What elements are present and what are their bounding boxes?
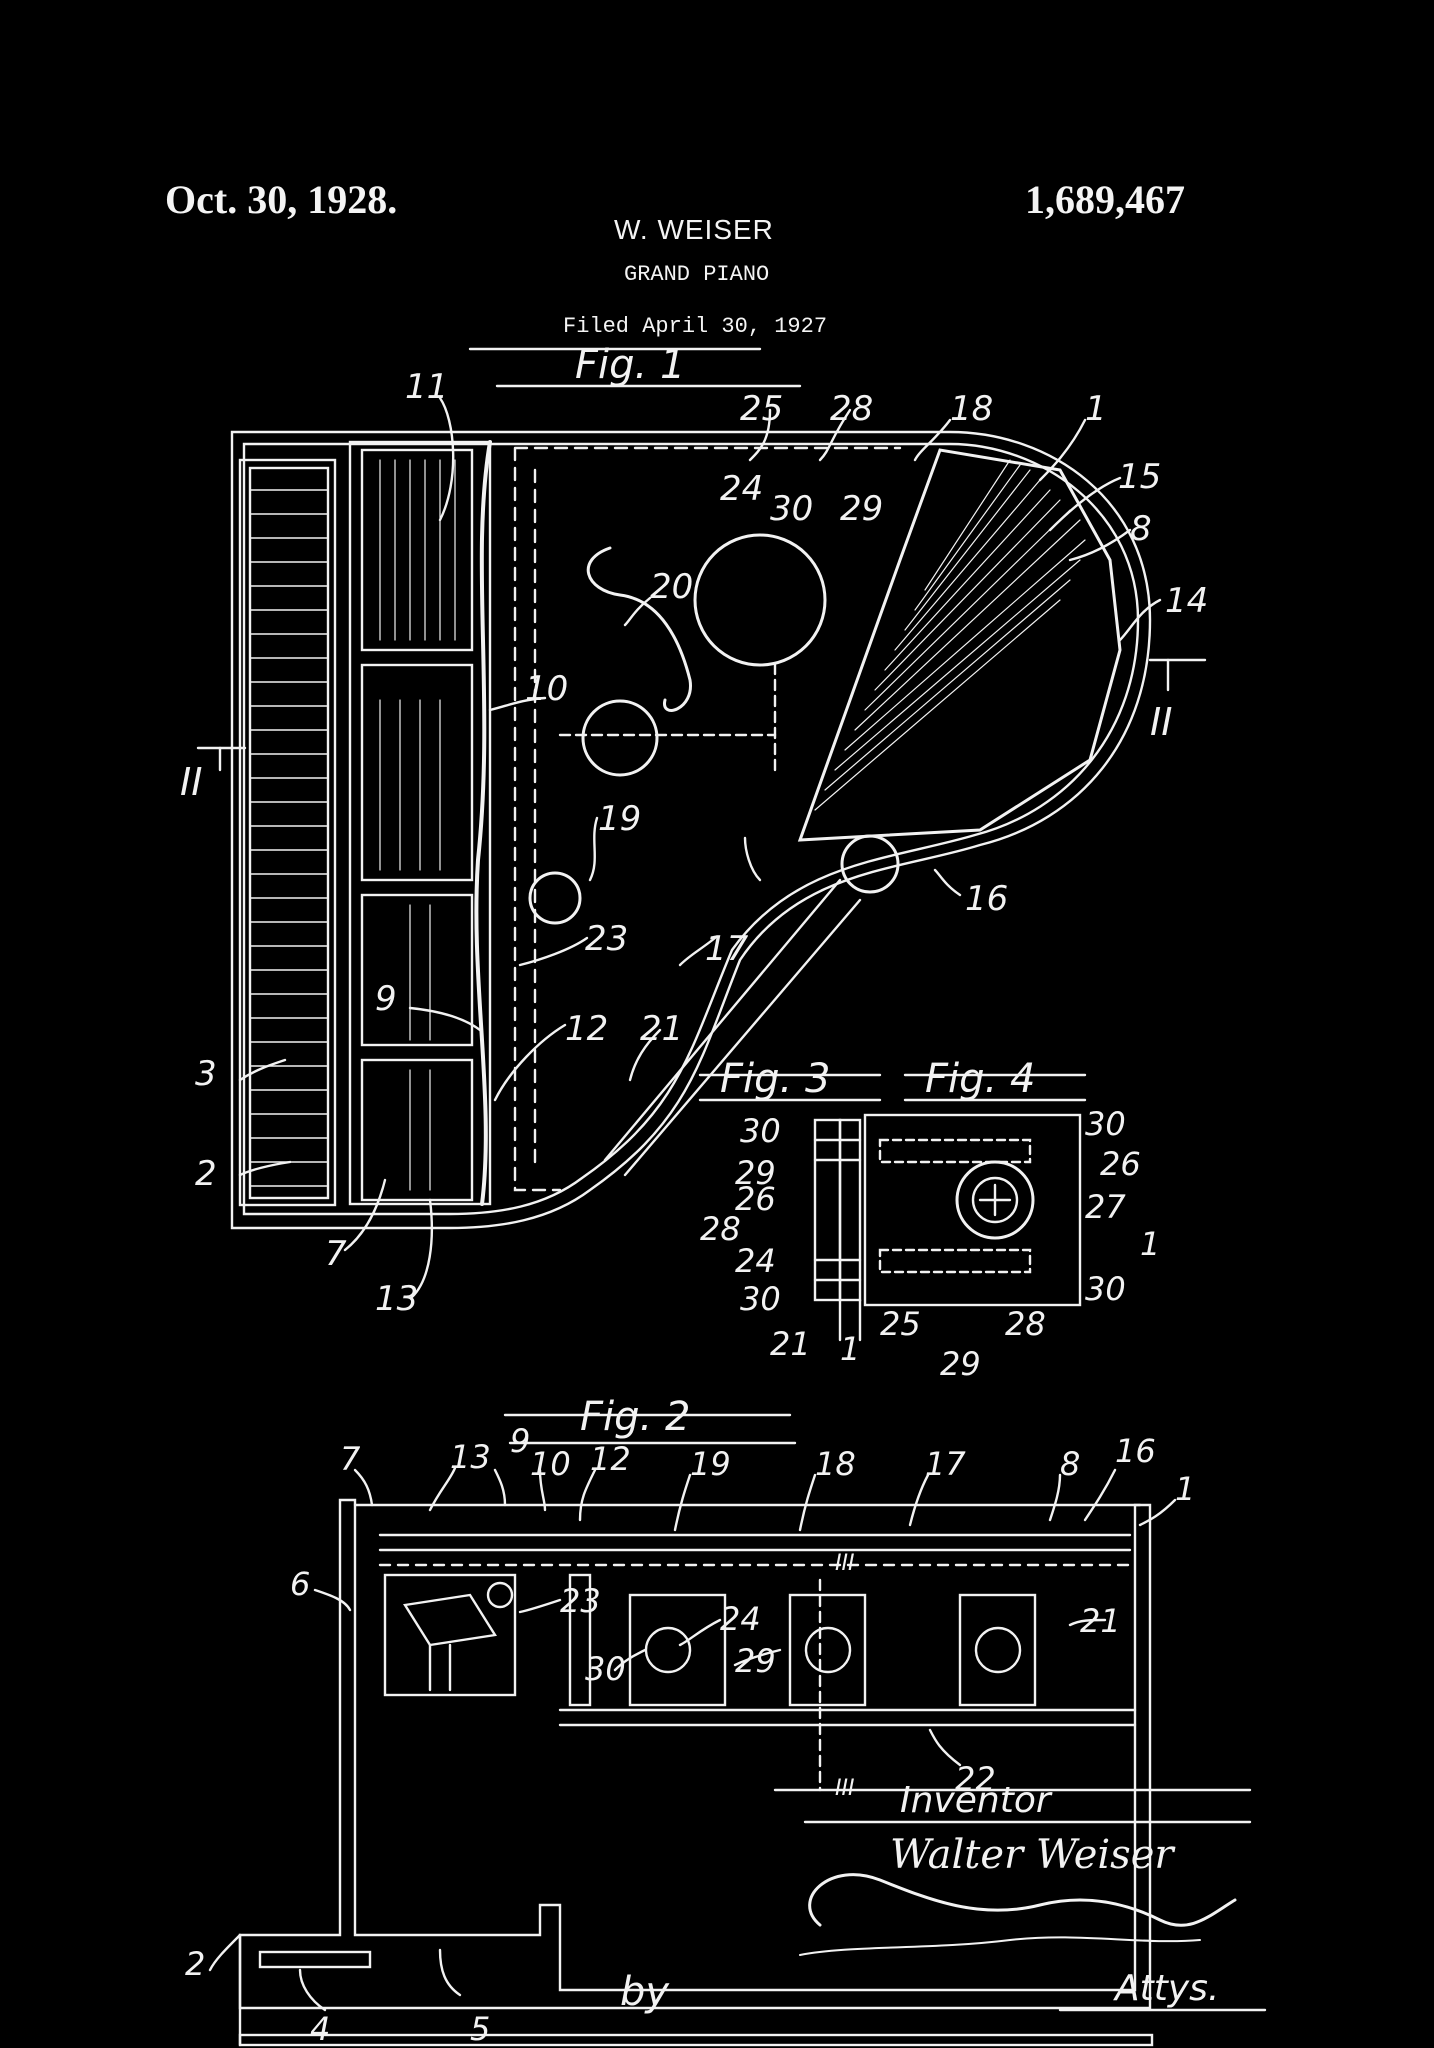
section-mark-left: II [180, 760, 202, 804]
fig3-ref-1: 1 [840, 1330, 860, 1368]
ref-16: 16 [965, 879, 1008, 919]
fig4-ref-30b: 30 [1085, 1270, 1126, 1308]
ref-19: 19 [598, 799, 641, 839]
fig3-ref-30a: 30 [740, 1112, 781, 1150]
fig3-ref-26: 26 [735, 1180, 776, 1218]
ref-30: 30 [770, 489, 813, 529]
inventor-name: W. WEISER [614, 214, 774, 245]
fig1-ref-labels: 11 25 28 18 1 15 8 14 20 10 19 24 30 29 … [180, 367, 1208, 1319]
fig3-label: Fig. 3 [720, 1056, 830, 1102]
fig2-ref-17: 17 [925, 1445, 966, 1483]
patent-number: 1,689,467 [1025, 177, 1185, 222]
ref-7: 7 [325, 1234, 347, 1274]
fig3-ref-28: 28 [700, 1210, 741, 1248]
ref-11: 11 [405, 367, 448, 407]
fig2-ref-1: 1 [1175, 1470, 1195, 1508]
inventor-heading: Inventor [900, 1780, 1053, 1821]
fig2-ref-24: 24 [720, 1600, 761, 1638]
fig4-label: Fig. 4 [925, 1056, 1035, 1102]
fig4-ref-labels: 30 26 27 1 30 25 28 29 [880, 1105, 1160, 1383]
fig2-ref-2: 2 [185, 1945, 205, 1983]
fig2-ref-labels: 7 13 9 10 12 19 18 17 8 16 1 6 23 24 30 … [185, 1422, 1195, 2048]
fig2-ref-10: 10 [530, 1445, 571, 1483]
ref-24: 24 [720, 469, 763, 509]
ref-17: 17 [705, 929, 749, 969]
fig4-ref-1: 1 [1140, 1225, 1160, 1263]
fig4-detail: Fig. 4 30 26 27 1 30 25 28 29 [863, 1056, 1160, 1383]
string-hatch-left [379, 459, 456, 1191]
fig4-ref-27: 27 [1085, 1188, 1126, 1226]
fig1-label: Fig. 1 [575, 342, 685, 388]
ref-13: 13 [375, 1279, 418, 1319]
section-mark-right: II [1150, 700, 1172, 744]
ref-29: 29 [840, 489, 883, 529]
fig3-ref-30b: 30 [740, 1280, 781, 1318]
fig2-ref-29: 29 [735, 1642, 776, 1680]
ref-9: 9 [375, 979, 397, 1019]
ref-25: 25 [740, 389, 783, 429]
fig2-ref-8: 8 [1060, 1445, 1080, 1483]
fig3-detail: Fig. 3 30 29 26 28 24 30 21 1 [698, 1056, 882, 1368]
ref-8: 8 [1130, 509, 1152, 549]
ref-1: 1 [1085, 389, 1107, 429]
fig3-ref-21: 21 [770, 1325, 811, 1363]
fig2-label: Fig. 2 [580, 1394, 690, 1440]
ref-28: 28 [830, 389, 873, 429]
ref-20: 20 [650, 567, 693, 607]
fig2-ref-7: 7 [340, 1440, 361, 1478]
ref-3: 3 [195, 1054, 217, 1094]
patent-title: GRAND PIANO [624, 262, 770, 287]
fig2-ref-18: 18 [815, 1445, 856, 1483]
ref-21: 21 [640, 1009, 683, 1049]
ref-10: 10 [525, 669, 568, 709]
fig2-ref-6: 6 [290, 1565, 310, 1603]
string-hatch-right [814, 459, 1086, 811]
fig2-section-view: Fig. 2 [185, 1394, 1195, 2048]
ref-12: 12 [565, 1009, 608, 1049]
ref-23: 23 [585, 919, 628, 959]
fig2-ref-19: 19 [690, 1445, 731, 1483]
fig2-ref-13: 13 [450, 1438, 491, 1476]
fig1-plan-view: Fig. 1 [180, 342, 1208, 1319]
fig3-ref-labels: 30 29 26 28 24 30 21 1 [700, 1112, 860, 1368]
fig4-ref-25: 25 [880, 1305, 921, 1343]
patent-date: Oct. 30, 1928. [165, 177, 398, 222]
fig4-ref-30a: 30 [1085, 1105, 1126, 1143]
fig4-ref-28: 28 [1005, 1305, 1046, 1343]
fig4-ref-26: 26 [1100, 1145, 1141, 1183]
fig2-ref-30: 30 [585, 1650, 626, 1688]
fig2-ref-5: 5 [470, 2010, 490, 2048]
fig2-ref-22: 22 [955, 1760, 996, 1798]
inventor-signature-name: Walter Weiser [890, 1832, 1174, 1878]
ref-14: 14 [1165, 581, 1208, 621]
ref-18: 18 [950, 389, 993, 429]
fig2-ref-9: 9 [510, 1422, 530, 1460]
filed-date: Filed April 30, 1927 [563, 314, 828, 339]
by-label: by [620, 1969, 670, 2015]
ref-15: 15 [1118, 457, 1161, 497]
fig2-ref-12: 12 [590, 1440, 631, 1478]
fig2-ref-23: 23 [560, 1582, 601, 1620]
signature-block: Inventor by Attys. [620, 1780, 1267, 2015]
attorneys-label: Attys. [1113, 1968, 1219, 2009]
fig3-ref-29: 29 [735, 1154, 776, 1192]
keyboard-keys [249, 489, 329, 1187]
ref-2: 2 [195, 1154, 217, 1194]
fig2-ref-16: 16 [1115, 1432, 1156, 1470]
fig2-ref-21: 21 [1080, 1602, 1121, 1640]
action-mechanism [383, 1573, 517, 1697]
fig3-ref-24: 24 [735, 1242, 776, 1280]
section-mark-iii-top: III [835, 1551, 854, 1576]
fig2-ref-4: 4 [310, 2010, 330, 2048]
fig4-ref-29: 29 [940, 1345, 981, 1383]
section-mark-iii-bottom: III [835, 1776, 854, 1801]
